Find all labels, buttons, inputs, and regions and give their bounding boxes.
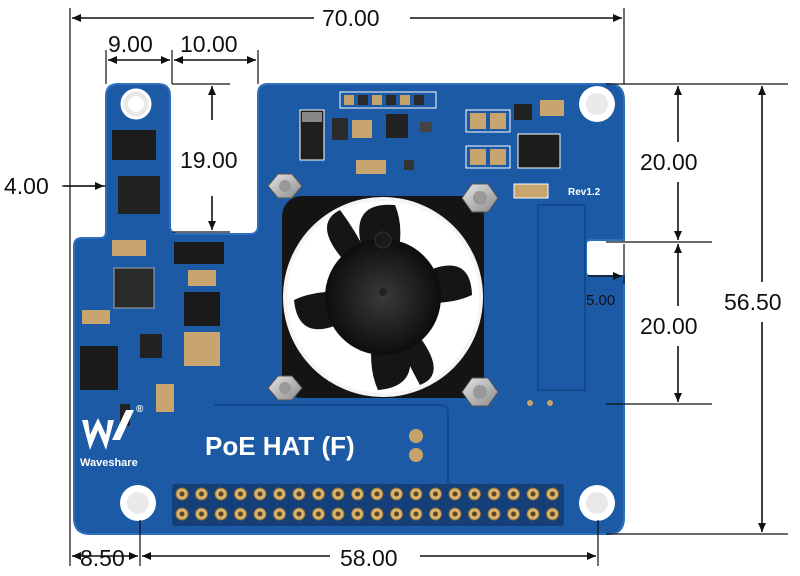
brand-name: Waveshare [80, 457, 138, 469]
gpio-pin-hole [433, 491, 438, 497]
dim-notch-depth: 5.00 [586, 292, 615, 309]
gpio-pin-hole [452, 491, 458, 497]
pcb-board: PoE HAT (F) Waveshare Rev1.2 ® [73, 83, 625, 535]
gpio-pin-hole [550, 511, 555, 517]
gpio-pin-hole [218, 491, 224, 497]
trace-outline [214, 404, 449, 500]
waveshare-logo-icon [82, 410, 134, 450]
gpio-pin-hole [472, 511, 477, 517]
dimension-annotations: 70.00 9.00 10.00 19.00 4.00 20.00 20.00 … [4, 5, 788, 571]
dim-overall-width: 70.00 [322, 5, 380, 31]
smd-components [80, 91, 564, 462]
trademark-mark: ® [136, 404, 144, 415]
gpio-pin-hole [335, 511, 341, 517]
gpio-pin-hole [394, 511, 399, 517]
mounting-hole-top-left [120, 88, 152, 120]
gpio-pin-hole [374, 511, 380, 517]
gpio-pin-hole [452, 511, 458, 517]
gpio-pin-hole [277, 491, 282, 497]
gpio-pin-hole [199, 511, 204, 517]
trace-channel [537, 204, 586, 391]
gpio-pin-hole [296, 511, 302, 517]
mounting-hole-bottom-right [579, 485, 615, 521]
gpio-pin-hole [179, 491, 185, 497]
dim-overall-height: 56.50 [724, 289, 782, 315]
gpio-pin-hole [394, 491, 399, 497]
board-title: PoE HAT (F) [205, 431, 355, 461]
gpio-pin-hole [296, 491, 302, 497]
gpio-pin-hole [316, 491, 321, 497]
gpio-pin-hole [511, 491, 516, 497]
cooling-fan [282, 196, 484, 398]
dim-slot-width: 10.00 [180, 31, 238, 57]
gpio-pin-hole [374, 491, 380, 497]
gpio-pin-hole [316, 511, 321, 517]
dim-hole-edge-offset: 8.50 [80, 545, 125, 571]
dim-hole-spacing-upper: 20.00 [640, 149, 698, 175]
gpio-pin-hole [491, 511, 497, 517]
dim-tab-offset: 4.00 [4, 173, 49, 199]
gpio-pin-hole [218, 511, 224, 517]
gpio-pin-hole [413, 511, 419, 517]
gpio-pin-hole [550, 491, 555, 497]
standoff-nuts [267, 173, 499, 407]
gpio-pin-hole [257, 491, 263, 497]
dim-slot-depth: 19.00 [180, 147, 238, 173]
dim-hole-spacing-horizontal: 58.00 [340, 545, 398, 571]
gpio-header-base [172, 484, 564, 526]
gpio-pin-hole [530, 491, 536, 497]
mounting-hole-top-right [579, 86, 615, 122]
fan-hub [325, 239, 441, 355]
gpio-pin-hole [511, 511, 516, 517]
gpio-pin-hole [355, 491, 360, 497]
gpio-pin-hole [277, 511, 282, 517]
gpio-pin-hole [491, 491, 497, 497]
gpio-pin-hole [433, 511, 438, 517]
gpio-pin-hole [335, 491, 341, 497]
gpio-pin-hole [355, 511, 360, 517]
gpio-pin-hole [257, 511, 263, 517]
gpio-pin-hole [199, 491, 204, 497]
gpio-pin-hole [413, 491, 419, 497]
dim-tab-width: 9.00 [108, 31, 153, 57]
mounting-hole-bottom-left [120, 485, 156, 521]
dim-hole-spacing-lower: 20.00 [640, 313, 698, 339]
gpio-header [172, 484, 564, 526]
revision-label: Rev1.2 [568, 187, 601, 198]
gpio-pin-hole [179, 511, 185, 517]
gpio-pin-hole [238, 491, 243, 497]
gpio-pin-hole [530, 511, 536, 517]
gpio-pin-hole [472, 491, 477, 497]
gpio-pin-hole [238, 511, 243, 517]
